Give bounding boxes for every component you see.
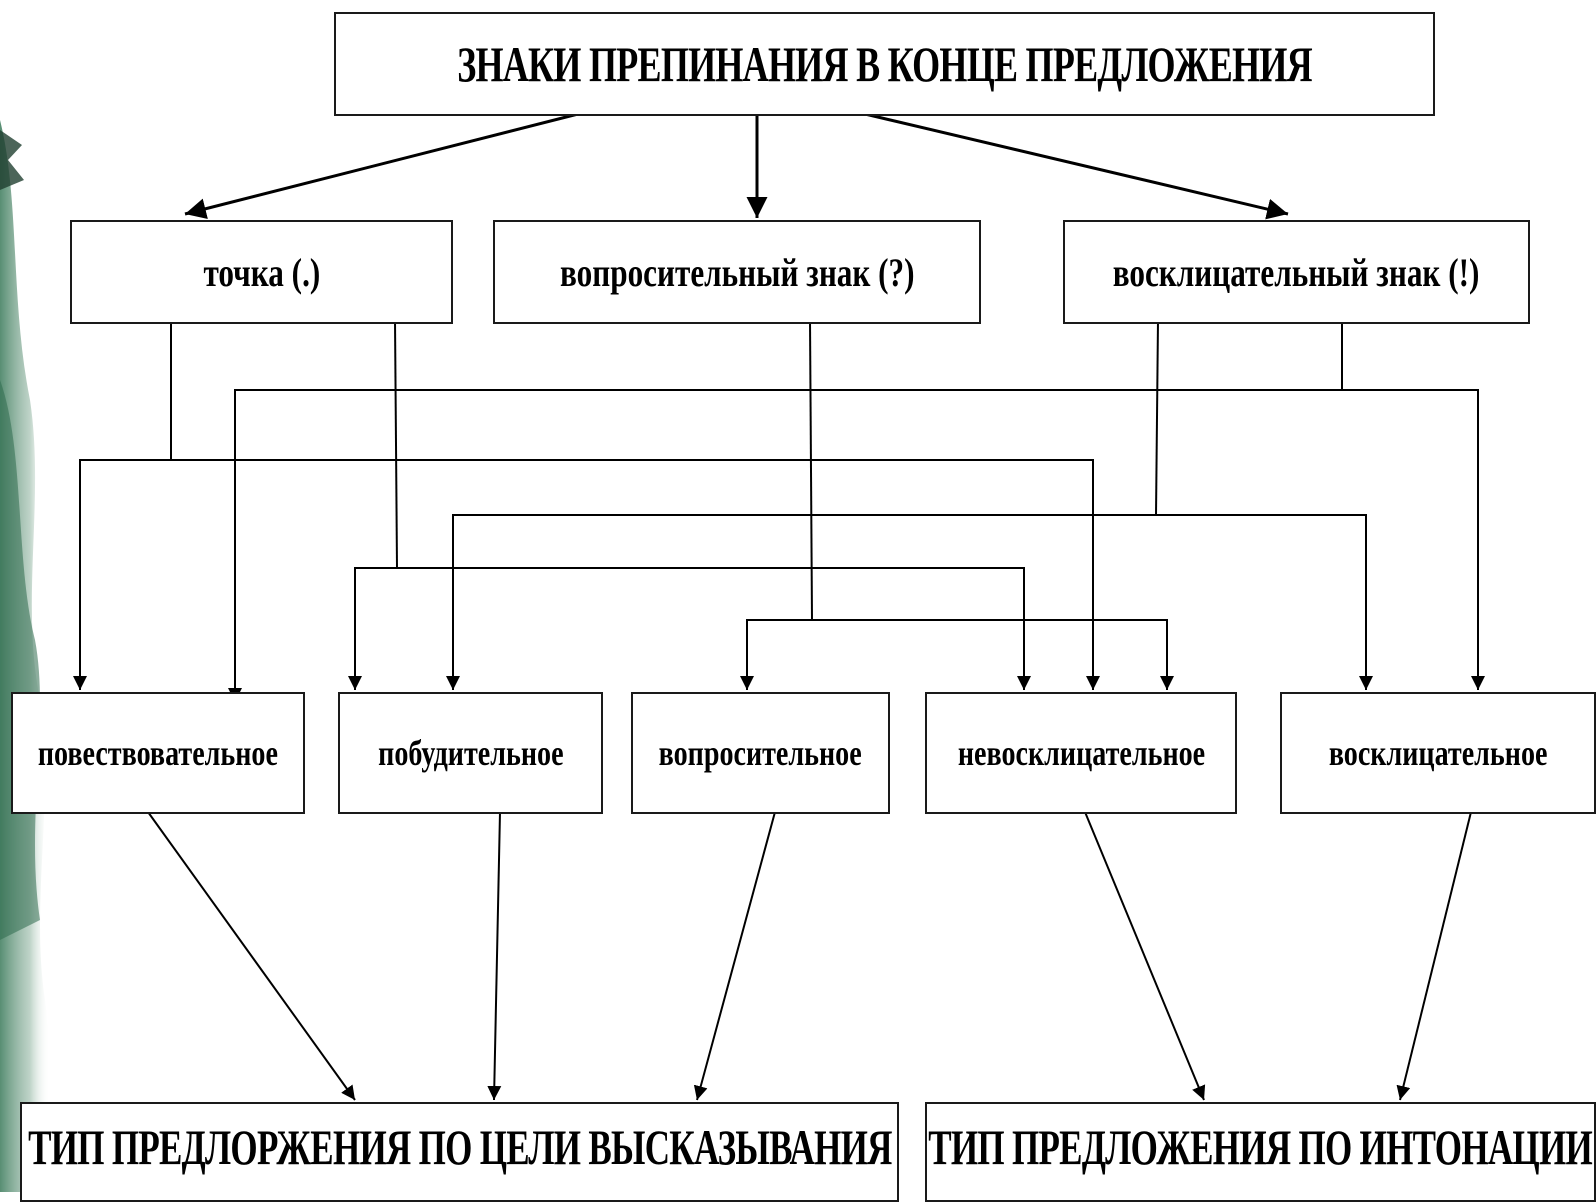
intonation-type-box: ТИП ПРЕДЛОЖЕНИЯ ПО ИНТОНАЦИИ	[925, 1102, 1596, 1202]
diagram-title-box: ЗНАКИ ПРЕПИНАНИЯ В КОНЦЕ ПРЕДЛОЖЕНИЯ	[334, 12, 1435, 116]
interrogative-label: вопросительное	[658, 733, 863, 773]
exclamatory-box: восклицательное	[1280, 692, 1596, 814]
non-exclamatory-box: невосклицательное	[925, 692, 1237, 814]
exclamatory-label: восклицательное	[1328, 733, 1548, 773]
non-exclamatory-label: невосклицательное	[957, 733, 1205, 773]
exclamation-mark-label: восклицательный знак (!)	[1113, 249, 1480, 295]
imperative-label: побудительное	[377, 733, 564, 773]
arrow-title-to-period	[184, 112, 579, 219]
period-label: точка (.)	[203, 249, 320, 295]
diagram-title: ЗНАКИ ПРЕПИНАНИЯ В КОНЦЕ ПРЕДЛОЖЕНИЯ	[457, 36, 1312, 92]
purpose-type-box: ТИП ПРЕДЛОРЖЕНИЯ ПО ЦЕЛИ ВЫСКАЗЫВАНИЯ	[20, 1102, 899, 1202]
interrogative-box: вопросительное	[631, 692, 890, 814]
declarative-box: повествовательное	[11, 692, 305, 814]
intonation-type-label: ТИП ПРЕДЛОЖЕНИЯ ПО ИНТОНАЦИИ	[928, 1119, 1593, 1175]
period-box: точка (.)	[70, 220, 453, 324]
question-mark-box: вопросительный знак (?)	[493, 220, 981, 324]
imperative-box: побудительное	[338, 692, 603, 814]
declarative-label: повествовательное	[37, 733, 279, 773]
purpose-type-label: ТИП ПРЕДЛОРЖЕНИЯ ПО ЦЕЛИ ВЫСКАЗЫВАНИЯ	[27, 1119, 892, 1175]
exclamation-mark-box: восклицательный знак (!)	[1063, 220, 1530, 324]
arrow-title-to-exclamation	[864, 112, 1289, 220]
question-mark-label: вопросительный знак (?)	[559, 249, 915, 295]
